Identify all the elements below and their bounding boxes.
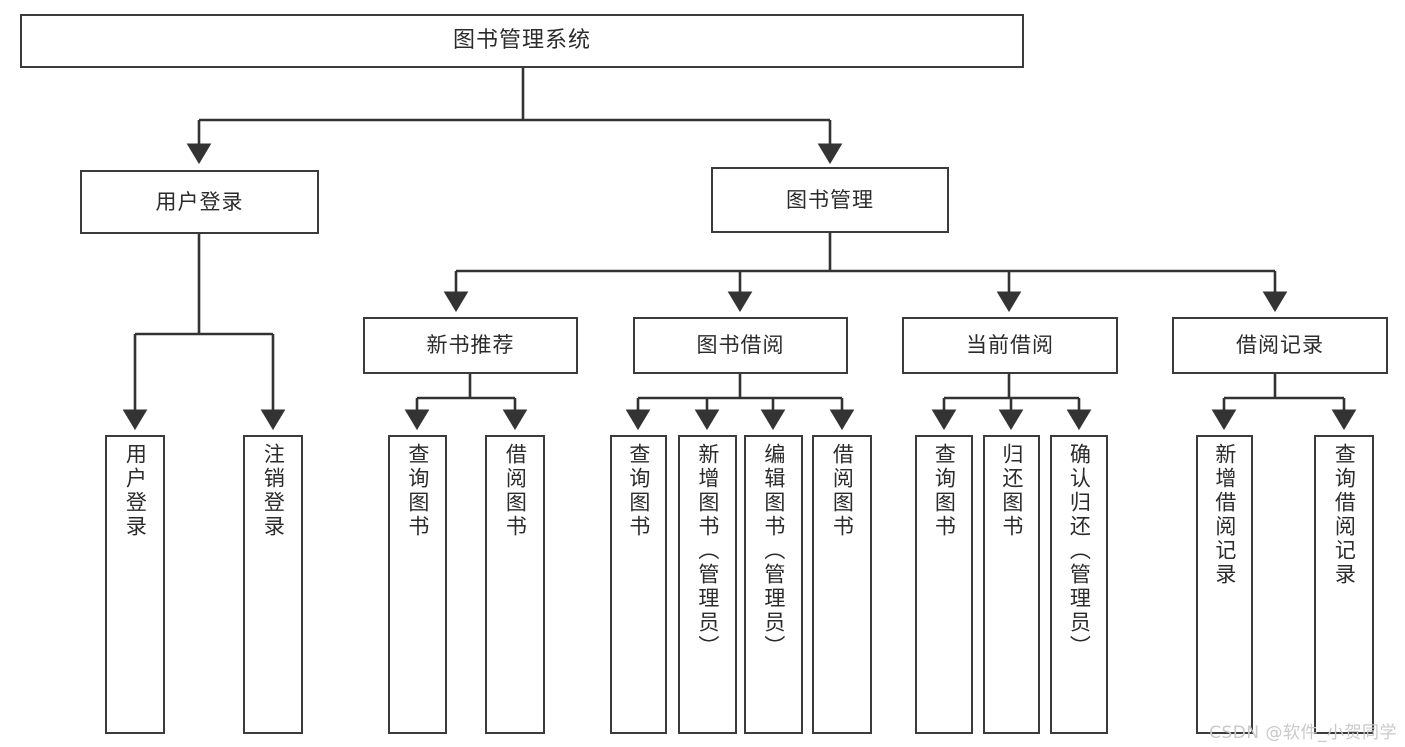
leaf-add-record-label: 新增借阅记录: [1212, 443, 1237, 587]
node-borrow-record[interactable]: 借阅记录: [1172, 317, 1388, 374]
leaf-borrow-book-1-label: 借阅图书: [503, 443, 528, 539]
leaf-return-book-label: 归还图书: [999, 443, 1024, 539]
leaf-query-record-label: 查询借阅记录: [1332, 443, 1357, 587]
leaf-user-login[interactable]: 用户登录: [105, 435, 165, 734]
leaf-query-book-1-label: 查询图书: [405, 443, 430, 539]
node-current-borrow[interactable]: 当前借阅: [902, 317, 1118, 374]
leaf-logout-login-label: 注销登录: [261, 443, 286, 539]
leaf-user-login-label: 用户登录: [123, 443, 148, 539]
node-root-label: 图书管理系统: [452, 28, 591, 54]
leaf-add-record[interactable]: 新增借阅记录: [1196, 435, 1253, 734]
node-root[interactable]: 图书管理系统: [20, 14, 1024, 68]
leaf-query-book-2-label: 查询图书: [626, 443, 651, 539]
leaf-borrow-book-2[interactable]: 借阅图书: [812, 435, 872, 734]
leaf-logout-login[interactable]: 注销登录: [243, 435, 303, 734]
csdn-watermark: CSDN @软件_小贺同学: [1209, 723, 1397, 743]
leaf-add-book[interactable]: 新增图书（管理员）: [678, 435, 737, 734]
node-new-book-recommend[interactable]: 新书推荐: [363, 317, 578, 374]
leaf-edit-book[interactable]: 编辑图书（管理员）: [744, 435, 803, 734]
node-book-borrow-label: 图书借阅: [696, 333, 785, 358]
node-user-login[interactable]: 用户登录: [80, 170, 319, 234]
leaf-return-book[interactable]: 归还图书: [983, 435, 1040, 734]
leaf-confirm-return-label: 确认归还（管理员）: [1067, 443, 1092, 659]
leaf-add-book-label: 新增图书（管理员）: [695, 443, 720, 659]
leaf-borrow-book-1[interactable]: 借阅图书: [485, 435, 545, 734]
leaf-query-book-1[interactable]: 查询图书: [388, 435, 447, 734]
node-current-borrow-label: 当前借阅: [966, 333, 1054, 358]
leaf-query-book-3[interactable]: 查询图书: [915, 435, 973, 734]
node-book-manage[interactable]: 图书管理: [711, 167, 949, 233]
node-borrow-record-label: 借阅记录: [1236, 333, 1324, 358]
leaf-edit-book-label: 编辑图书（管理员）: [761, 443, 786, 659]
node-new-book-recommend-label: 新书推荐: [426, 333, 515, 358]
node-book-borrow[interactable]: 图书借阅: [633, 317, 848, 374]
leaf-query-record[interactable]: 查询借阅记录: [1314, 435, 1374, 734]
node-book-manage-label: 图书管理: [786, 187, 874, 212]
leaf-borrow-book-2-label: 借阅图书: [830, 443, 855, 539]
node-user-login-label: 用户登录: [155, 189, 244, 214]
leaf-query-book-2[interactable]: 查询图书: [610, 435, 667, 734]
leaf-confirm-return[interactable]: 确认归还（管理员）: [1050, 435, 1108, 734]
leaf-query-book-3-label: 查询图书: [932, 443, 957, 539]
